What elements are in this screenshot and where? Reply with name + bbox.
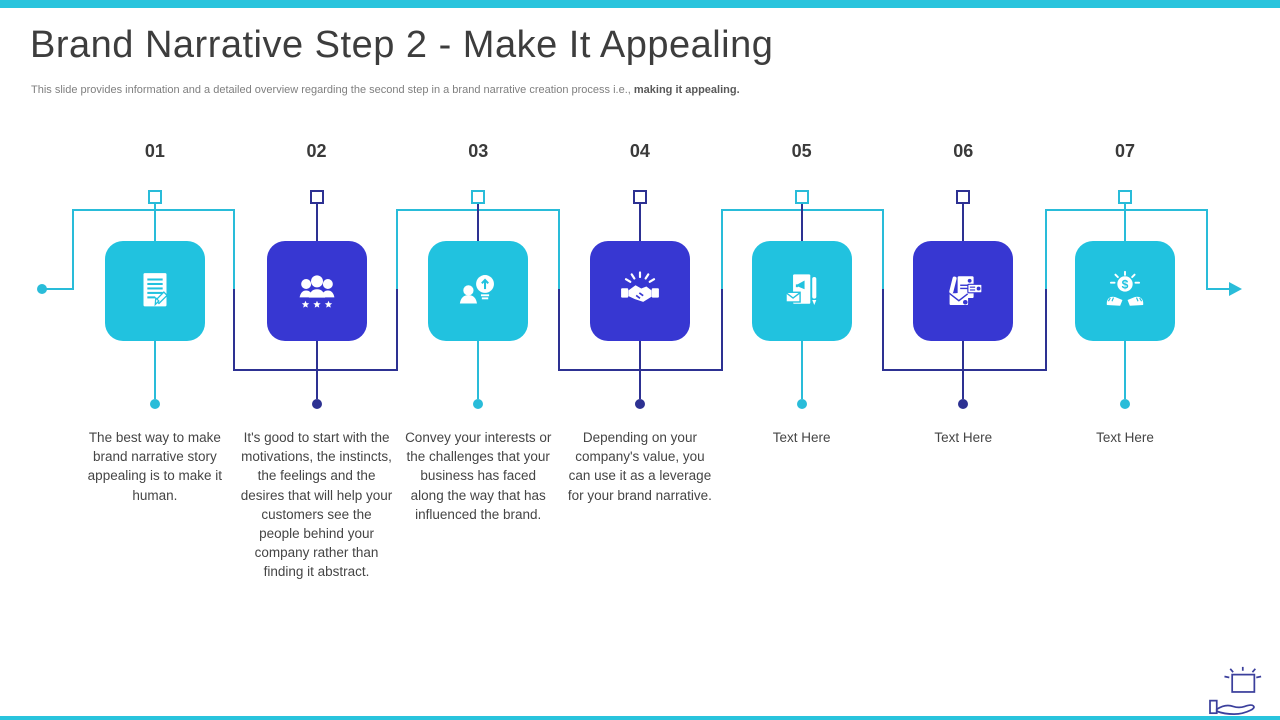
timeline-node-square bbox=[956, 190, 971, 204]
step-icon-tile bbox=[913, 241, 1014, 341]
timeline-start-dot bbox=[37, 284, 47, 294]
step-icon-tile bbox=[428, 241, 529, 341]
step-column-05: 05 Text Here bbox=[721, 140, 883, 582]
connector-stem-top bbox=[315, 204, 318, 241]
step-description: Text Here bbox=[772, 430, 831, 445]
connector-stem-bottom bbox=[962, 341, 965, 399]
step-description: Depending on your company's value, you c… bbox=[567, 430, 712, 503]
page-title: Brand Narrative Step 2 - Make It Appeali… bbox=[30, 24, 774, 66]
subtitle-bold-text: making it appealing. bbox=[633, 84, 740, 96]
step-description: Convey your interests or the challenges … bbox=[405, 430, 552, 522]
step-column-01: 01 The best way to make brand narrative … bbox=[74, 140, 236, 582]
timeline-node-square bbox=[309, 190, 324, 204]
step-column-06: 06 Text Here bbox=[882, 140, 1044, 582]
connector-stem-top bbox=[153, 204, 156, 241]
top-accent-bar bbox=[0, 0, 1280, 8]
step-number: 05 bbox=[791, 141, 812, 161]
step-description: It's good to start with the motivations,… bbox=[240, 430, 393, 580]
timeline-node-square bbox=[147, 190, 162, 204]
svg-text:$: $ bbox=[1122, 277, 1129, 291]
timeline-node-square bbox=[632, 190, 647, 204]
step-description: The best way to make brand narrative sto… bbox=[87, 430, 222, 503]
step-column-07: 07 $ Text Here bbox=[1044, 140, 1206, 582]
timeline-dot bbox=[796, 399, 807, 409]
timeline-dot bbox=[149, 399, 160, 409]
step-number: 07 bbox=[1114, 141, 1135, 161]
step-column-04: 04 Depending on your company's value, yo… bbox=[559, 140, 721, 582]
step-column-02: 02 It's good to start with the motivatio… bbox=[236, 140, 398, 582]
hand-presenting-box-icon bbox=[1209, 666, 1262, 716]
marketing-flyer-icon bbox=[784, 274, 816, 306]
connector-stem-top bbox=[1123, 204, 1126, 241]
connector-stem-top bbox=[800, 204, 803, 241]
timeline-node-square bbox=[471, 190, 486, 204]
step-description: Text Here bbox=[1096, 430, 1154, 445]
step-description: Text Here bbox=[934, 430, 993, 445]
step-number: 01 bbox=[144, 141, 165, 161]
connector-stem-bottom bbox=[1123, 341, 1126, 399]
step-icon-tile bbox=[589, 241, 690, 341]
step-number: 04 bbox=[629, 141, 650, 161]
step-icon-tile bbox=[266, 241, 367, 341]
bottom-accent-bar bbox=[0, 716, 1280, 720]
timeline-node-square bbox=[794, 190, 809, 204]
step-icon-tile: $ bbox=[1074, 241, 1175, 341]
timeline-dot bbox=[473, 399, 484, 409]
timeline-end-arrow-icon bbox=[1229, 282, 1242, 296]
process-steps-row: 01 The best way to make brand narrative … bbox=[74, 140, 1206, 582]
step-icon-tile bbox=[104, 241, 205, 341]
timeline-dot bbox=[958, 399, 969, 409]
connector-stem-top bbox=[962, 204, 965, 241]
step-number: 06 bbox=[953, 141, 974, 161]
timeline-dot bbox=[634, 399, 645, 409]
step-icon-tile bbox=[751, 241, 852, 341]
connector-stem-top bbox=[638, 204, 641, 241]
connector-stem-bottom bbox=[638, 341, 641, 399]
handshake-icon bbox=[620, 271, 659, 302]
subtitle-text: This slide provides information and a de… bbox=[31, 84, 634, 96]
slide-subtitle: This slide provides information and a de… bbox=[31, 84, 740, 96]
document-pencil-icon bbox=[143, 273, 168, 307]
timeline-dot bbox=[1119, 399, 1130, 409]
connector-stem-top bbox=[477, 204, 480, 241]
step-column-03: 03 Convey your interests or the challeng… bbox=[397, 140, 559, 582]
connector-stem-bottom bbox=[315, 341, 318, 399]
step-number: 02 bbox=[306, 141, 327, 161]
connector-stem-bottom bbox=[800, 341, 803, 399]
timeline-node-square bbox=[1117, 190, 1132, 204]
team-stars-icon bbox=[299, 275, 334, 308]
stationery-set-icon bbox=[949, 276, 983, 306]
connector-stem-bottom bbox=[477, 341, 480, 399]
hands-money-icon: $ bbox=[1106, 270, 1144, 306]
person-idea-icon bbox=[460, 275, 495, 304]
connector-stem-bottom bbox=[153, 341, 156, 399]
step-number: 03 bbox=[468, 141, 489, 161]
timeline-dot bbox=[311, 399, 322, 409]
